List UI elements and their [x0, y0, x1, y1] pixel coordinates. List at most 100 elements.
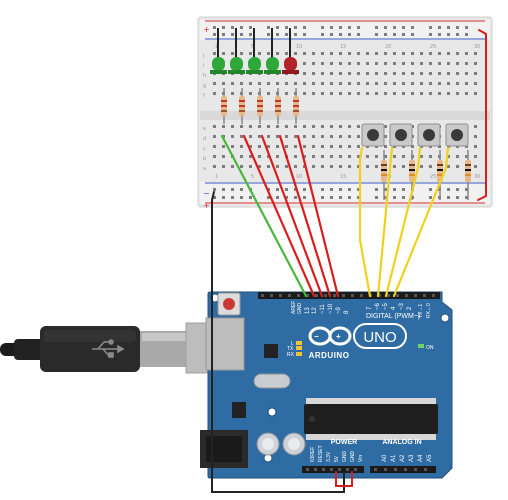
- hole: [258, 155, 261, 158]
- hole: [321, 155, 324, 158]
- hole: [348, 33, 351, 36]
- hole: [465, 62, 468, 65]
- wire-pin9: [296, 134, 340, 298]
- hole: [312, 145, 315, 148]
- hole: [465, 52, 468, 55]
- hole: [405, 294, 408, 297]
- hole: [213, 125, 216, 128]
- row-letter: g: [203, 83, 206, 89]
- pushbutton[interactable]: [389, 123, 413, 147]
- hole: [375, 82, 378, 85]
- hole: [393, 92, 396, 95]
- hole: [456, 165, 459, 168]
- pin-label: A0: [382, 454, 388, 462]
- pin-label: A5: [427, 454, 433, 462]
- pin-label: GND: [350, 451, 356, 463]
- hole: [348, 62, 351, 65]
- pin-label: 4: [391, 306, 397, 310]
- hole: [429, 62, 432, 65]
- hole: [321, 196, 324, 199]
- hole: [303, 125, 306, 128]
- reset-button-cap[interactable]: [223, 298, 235, 310]
- hole: [438, 72, 441, 75]
- on-led-label: ON: [426, 345, 434, 351]
- pin-label: ~6: [375, 302, 381, 310]
- hole: [411, 92, 414, 95]
- hole: [231, 145, 234, 148]
- hole: [474, 135, 477, 138]
- hole: [404, 468, 407, 471]
- pushbutton[interactable]: [445, 123, 469, 147]
- hole: [438, 82, 441, 85]
- hole: [393, 26, 396, 29]
- hole: [330, 468, 333, 471]
- hole: [330, 82, 333, 85]
- hole: [249, 135, 252, 138]
- hole: [330, 26, 333, 29]
- hole: [231, 196, 234, 199]
- hole: [357, 196, 360, 199]
- pin-label: 5V: [334, 455, 340, 462]
- hole: [384, 188, 387, 191]
- hole: [222, 52, 225, 55]
- resistor: [293, 88, 299, 124]
- hole: [240, 145, 243, 148]
- hole: [414, 468, 417, 471]
- hole: [324, 294, 327, 297]
- hole: [414, 294, 417, 297]
- hole: [240, 165, 243, 168]
- pin-label: ~10: [328, 303, 334, 314]
- hole: [429, 26, 432, 29]
- hole: [465, 82, 468, 85]
- hole: [267, 165, 270, 168]
- hole: [240, 125, 243, 128]
- hole: [213, 92, 216, 95]
- hole: [420, 155, 423, 158]
- hole: [465, 188, 468, 191]
- pin-label: A1: [391, 454, 397, 462]
- hole: [321, 188, 324, 191]
- hole: [402, 155, 405, 158]
- usb-chip: [264, 344, 278, 358]
- column-number: 15: [340, 44, 346, 50]
- hole: [258, 135, 261, 138]
- row-letter: d: [203, 136, 206, 142]
- hole: [393, 52, 396, 55]
- hole: [366, 52, 369, 55]
- hole: [339, 125, 342, 128]
- hole: [357, 188, 360, 191]
- hole: [429, 92, 432, 95]
- hole: [303, 82, 306, 85]
- hole: [456, 155, 459, 158]
- hole: [384, 82, 387, 85]
- hole: [258, 125, 261, 128]
- hole: [375, 26, 378, 29]
- hole: [222, 125, 225, 128]
- hole: [375, 155, 378, 158]
- pushbutton[interactable]: [417, 123, 441, 147]
- pushbutton[interactable]: [361, 123, 385, 147]
- hole: [312, 72, 315, 75]
- hole: [294, 188, 297, 191]
- hole: [456, 92, 459, 95]
- hole: [276, 33, 279, 36]
- hole: [438, 52, 441, 55]
- row-letter: i: [203, 63, 204, 69]
- column-number: 25: [430, 44, 436, 50]
- header-holes: [261, 294, 435, 471]
- hole: [393, 196, 396, 199]
- hole: [346, 468, 349, 471]
- hole: [213, 33, 216, 36]
- voltage-regulator: [232, 402, 246, 418]
- hole: [306, 294, 309, 297]
- hole: [267, 145, 270, 148]
- hole: [294, 145, 297, 148]
- row-letter: c: [203, 146, 206, 152]
- hole: [456, 82, 459, 85]
- hole: [231, 135, 234, 138]
- hole: [285, 135, 288, 138]
- hole: [314, 468, 317, 471]
- hole: [411, 26, 414, 29]
- hole: [231, 82, 234, 85]
- pin-label: A3: [409, 454, 415, 462]
